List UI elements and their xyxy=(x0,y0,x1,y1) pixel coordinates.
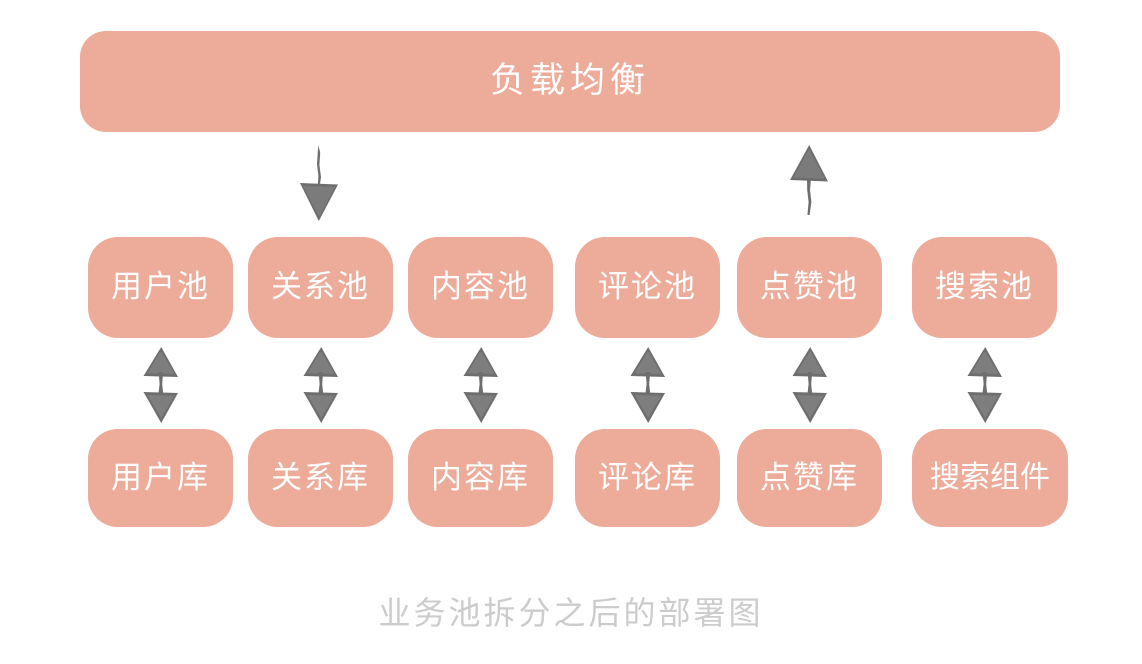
load-balancer-label: 负载均衡 xyxy=(489,61,650,101)
pool-label-6: 搜索池 xyxy=(935,269,1034,305)
load-balancer-box[interactable]: 负载均衡 xyxy=(80,31,1060,132)
pool-label-5: 点赞池 xyxy=(760,269,859,305)
pool-store-bidirectional-arrow-1 xyxy=(138,346,184,424)
pool-label-3: 内容池 xyxy=(431,269,530,305)
pool-store-bidirectional-arrow-4 xyxy=(625,346,671,424)
pool-box-2[interactable]: 关系池 xyxy=(248,237,393,338)
store-box-2[interactable]: 关系库 xyxy=(248,429,393,527)
pool-box-6[interactable]: 搜索池 xyxy=(912,237,1057,338)
pool-store-bidirectional-arrow-5 xyxy=(787,346,833,424)
store-label-3: 内容库 xyxy=(431,459,530,496)
pool-box-1[interactable]: 用户池 xyxy=(88,237,233,338)
store-label-1: 用户库 xyxy=(111,459,210,496)
pool-label-4: 评论池 xyxy=(598,269,697,305)
pool-store-bidirectional-arrow-2 xyxy=(298,346,344,424)
store-box-4[interactable]: 评论库 xyxy=(575,429,720,527)
store-box-5[interactable]: 点赞库 xyxy=(737,429,882,527)
pool-label-2: 关系池 xyxy=(271,269,370,305)
store-box-6[interactable]: 搜索组件 xyxy=(912,429,1068,527)
pool-label-1: 用户池 xyxy=(111,269,210,305)
store-box-3[interactable]: 内容库 xyxy=(408,429,553,527)
pool-store-bidirectional-arrow-6 xyxy=(962,346,1008,424)
pool-store-bidirectional-arrow-3 xyxy=(458,346,504,424)
pool-box-3[interactable]: 内容池 xyxy=(408,237,553,338)
store-label-5: 点赞库 xyxy=(760,459,859,496)
pool-box-4[interactable]: 评论池 xyxy=(575,237,720,338)
diagram-caption: 业务池拆分之后的部署图 xyxy=(378,594,764,632)
pool-box-5[interactable]: 点赞池 xyxy=(737,237,882,338)
store-box-1[interactable]: 用户库 xyxy=(88,429,233,527)
store-label-6: 搜索组件 xyxy=(930,460,1050,495)
pool-to-lb-up-arrow xyxy=(786,143,832,223)
store-label-4: 评论库 xyxy=(598,459,697,496)
lb-to-pool-down-arrow xyxy=(296,143,342,223)
store-label-2: 关系库 xyxy=(271,459,370,496)
